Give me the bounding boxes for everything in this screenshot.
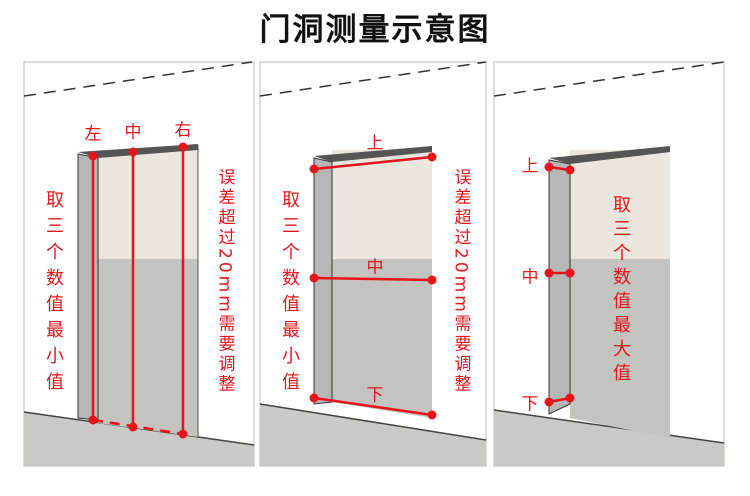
measure-line-middle xyxy=(313,276,433,282)
floor xyxy=(494,410,724,466)
floor-edge xyxy=(259,403,487,441)
door-jamb xyxy=(548,159,571,415)
door-opening-lower xyxy=(570,259,670,438)
measure-points xyxy=(88,142,188,439)
panel-width xyxy=(23,61,255,467)
label-top: 上 xyxy=(521,156,539,177)
floor xyxy=(24,412,254,466)
door-lintel xyxy=(78,144,198,158)
label-left: 左 xyxy=(84,124,102,145)
measure-line-bottom xyxy=(313,396,433,417)
panel-thickness xyxy=(493,61,725,467)
label-middle: 中 xyxy=(366,257,384,278)
label-top: 上 xyxy=(366,133,384,154)
label-middle: 中 xyxy=(521,267,539,288)
label-middle: 中 xyxy=(124,122,142,143)
door-lintel xyxy=(549,146,670,164)
floor-edge xyxy=(493,409,725,444)
note-max-value: 取三个数值最大值 xyxy=(610,195,631,387)
door-opening-lower xyxy=(98,259,198,437)
door-lintel xyxy=(314,146,432,162)
floor-measure-line xyxy=(92,418,184,436)
note-min-value: 取三个数值最小值 xyxy=(43,190,64,398)
label-right: 右 xyxy=(174,120,192,141)
label-bottom: 下 xyxy=(521,394,539,415)
measure-points xyxy=(309,152,437,420)
door-opening-upper xyxy=(98,150,198,260)
door-opening-lower xyxy=(332,259,432,418)
page-title: 门洞测量示意图 xyxy=(259,12,491,48)
door-opening-upper xyxy=(570,150,670,260)
note-tolerance: 误差超过20mm需要调整 xyxy=(214,168,235,395)
floor xyxy=(260,404,486,466)
panel-height xyxy=(259,61,487,467)
label-bottom: 下 xyxy=(366,385,384,406)
measure-points xyxy=(544,162,575,407)
door-jamb xyxy=(77,153,99,421)
measure-line-top xyxy=(313,155,433,171)
door-opening-upper xyxy=(332,150,432,260)
ceiling-dashed-line xyxy=(259,61,487,97)
door-jamb xyxy=(313,157,333,405)
note-min-value: 取三个数值最小值 xyxy=(279,190,300,398)
note-tolerance: 误差超过20mm需要调整 xyxy=(450,168,471,395)
